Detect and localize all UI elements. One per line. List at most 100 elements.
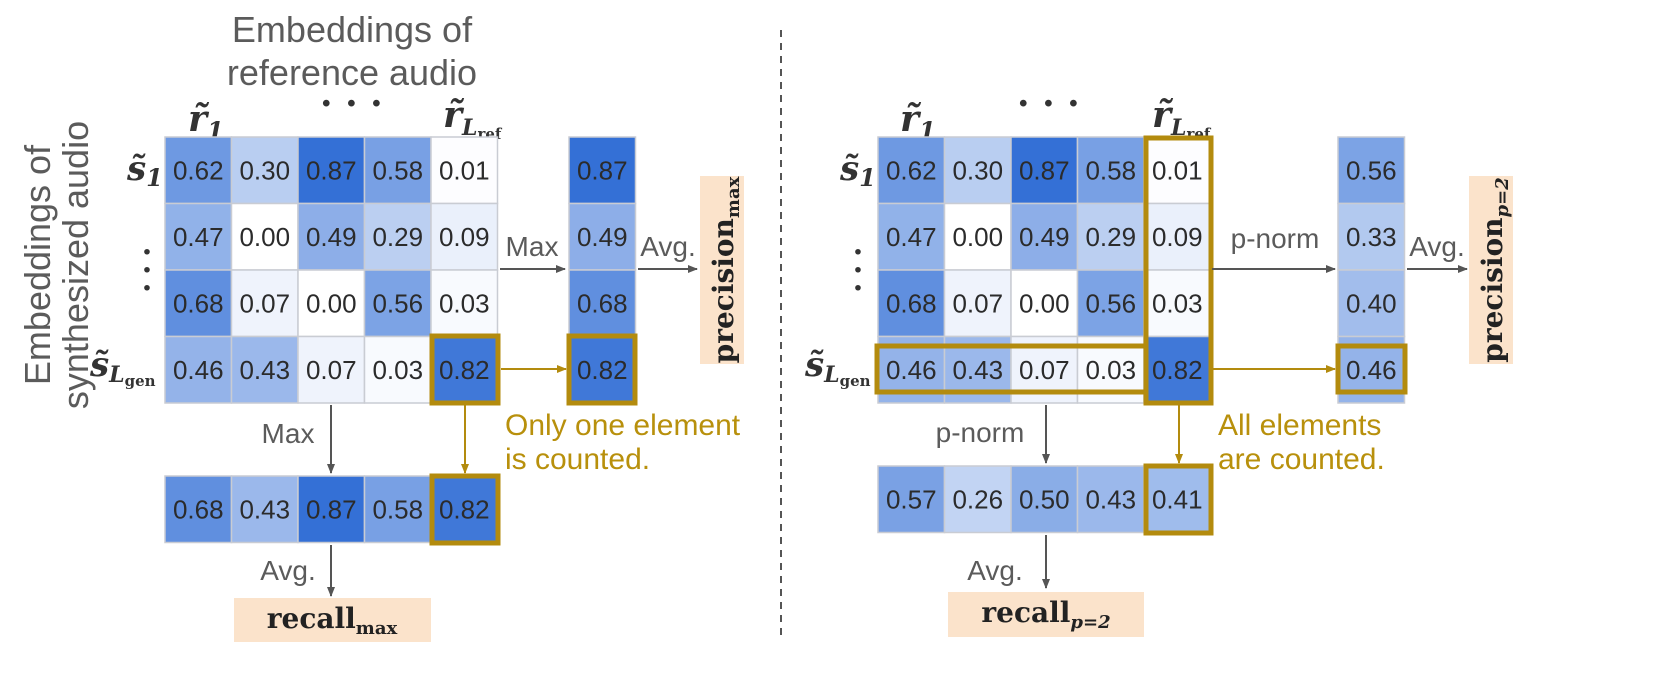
right-highlight-column: [1143, 135, 1214, 406]
right-matrix-cell-bg: [943, 136, 1012, 205]
left-s1-symbol: s̃1: [126, 149, 163, 192]
left-row-result-cell: 0.49: [577, 222, 628, 252]
right-row-result-cell-bg: [1337, 136, 1406, 205]
left-highlight-cell: [429, 333, 501, 406]
left-matrix-cell: 0.47: [173, 222, 224, 252]
right-matrix-cell: 0.43: [952, 355, 1003, 385]
left-matrix-cell: 0.07: [306, 355, 357, 385]
left-row-op-label: Max: [506, 231, 559, 262]
left-row-dot-1: ·: [142, 235, 152, 270]
right-matrix-cell-bg: [877, 136, 946, 205]
left-matrix-cell-bg: [363, 202, 432, 271]
right-col-op-label: p-norm: [936, 417, 1025, 448]
right-matrix-cell: 0.58: [1085, 155, 1136, 185]
left-matrix-cell-bg: [363, 136, 432, 205]
left-matrix-cell: 0.87: [306, 155, 357, 185]
right-col-result-cell: 0.26: [952, 484, 1003, 514]
right-matrix-cell-bg: [1076, 202, 1145, 271]
right-precision-box: [1469, 176, 1513, 364]
right-row-dot-3: ·: [853, 271, 863, 306]
right-col-dots: · · ·: [1017, 83, 1080, 125]
right-matrix-cell: 0.87: [1019, 155, 1070, 185]
right-matrix-cell: 0.46: [886, 355, 937, 385]
left-row-result-cell: 0.68: [577, 288, 628, 318]
right-matrix-cell: 0.30: [952, 155, 1003, 185]
left-recall-label: recallmax: [267, 602, 398, 639]
left-matrix-cell-bg: [430, 269, 499, 338]
left-row-result-cell-bg: [568, 202, 637, 271]
left-row-result-cell: 0.82: [577, 355, 628, 385]
left-col-result-cell-bg: [363, 475, 432, 544]
left-matrix-cell: 0.82: [439, 355, 490, 385]
right-matrix-cell: 0.82: [1152, 355, 1203, 385]
left-col-result-cell: 0.68: [173, 494, 224, 524]
left-matrix-cell: 0.49: [306, 222, 357, 252]
right-matrix-cell-bg: [877, 269, 946, 338]
right-row-result-cell-bg: [1337, 202, 1406, 271]
left-col-op-label: Max: [262, 418, 315, 449]
left-note-line2: is counted.: [505, 443, 650, 476]
left-col-dots: · · ·: [320, 83, 383, 125]
right-matrix-cell: 0.47: [886, 222, 937, 252]
right-col-result-cell-bg: [1010, 465, 1079, 534]
right-matrix-cell: 0.01: [1152, 155, 1203, 185]
right-row-op-label: p-norm: [1231, 223, 1320, 254]
left-matrix-cell-bg: [164, 335, 233, 404]
left-matrix-cell-bg: [230, 269, 299, 338]
left-matrix-cell: 0.56: [372, 288, 423, 318]
left-col-result-cell-bg: [164, 475, 233, 544]
right-matrix-cell: 0.29: [1085, 222, 1136, 252]
left-col-result-cell: 0.82: [439, 494, 490, 524]
left-matrix-cell-bg: [230, 335, 299, 404]
right-col-result-cell-bg: [943, 465, 1012, 534]
right-col-result-cell: 0.50: [1019, 484, 1070, 514]
left-col-header-line2: reference audio: [227, 52, 477, 93]
left-rref-symbol: r̃Lref: [443, 94, 503, 143]
right-matrix-cell: 0.49: [1019, 222, 1070, 252]
left-highlight-colres: [429, 473, 501, 546]
left-matrix-cell-bg: [363, 335, 432, 404]
left-row-result-cell-bg: [568, 136, 637, 205]
right-recall-box: [948, 592, 1144, 637]
right-matrix-cell: 0.03: [1085, 355, 1136, 385]
left-row-result-cell: 0.87: [577, 155, 628, 185]
left-panel: Embeddings of reference audio Embeddings…: [17, 9, 744, 642]
right-matrix-cell: 0.00: [952, 222, 1003, 252]
left-matrix-cell: 0.07: [239, 288, 290, 318]
right-matrix-cell-bg: [943, 202, 1012, 271]
svg-text:precisionp=2: precisionp=2: [1476, 177, 1513, 362]
right-row-dot-2: ·: [853, 253, 863, 288]
right-matrix-cell: 0.07: [1019, 355, 1070, 385]
right-precision-label: precisionp=2: [1476, 177, 1513, 362]
left-matrix-cell: 0.62: [173, 155, 224, 185]
right-col-result-cell-bg: [1143, 465, 1212, 534]
right-highlight-row: [874, 343, 1149, 395]
left-col-result-cell: 0.87: [306, 494, 357, 524]
right-note-line2: are counted.: [1218, 443, 1385, 476]
right-col-result-cell: 0.57: [886, 484, 937, 514]
right-recall-label: recallp=2: [981, 596, 1110, 633]
left-matrix-cell: 0.01: [439, 155, 490, 185]
right-col-result-cell-bg: [1076, 465, 1145, 534]
right-matrix-cell: 0.68: [886, 288, 937, 318]
left-col-result-cell-bg: [230, 475, 299, 544]
left-highlight-rowres: [566, 333, 638, 406]
left-matrix-cell-bg: [164, 202, 233, 271]
left-col-result-cell: 0.58: [372, 494, 423, 524]
left-matrix-cell-bg: [297, 269, 366, 338]
left-col-result-cell: 0.43: [239, 494, 290, 524]
left-row-header-line2: synthesized audio: [55, 121, 96, 409]
right-col-result-cell: 0.41: [1152, 484, 1203, 514]
left-row-header-line1: Embeddings of: [17, 144, 58, 385]
left-note-line1: Only one element: [505, 409, 741, 442]
left-sgen-symbol: s̃Lgen: [89, 345, 156, 390]
right-col-result-cell-bg: [877, 465, 946, 534]
right-row-result-cell: 0.56: [1346, 155, 1397, 185]
left-col-header-line1: Embeddings of: [232, 9, 473, 50]
right-highlight-colres: [1143, 463, 1214, 536]
right-row-result-cell: 0.46: [1346, 355, 1397, 385]
right-row-result-cell: 0.40: [1346, 288, 1397, 318]
